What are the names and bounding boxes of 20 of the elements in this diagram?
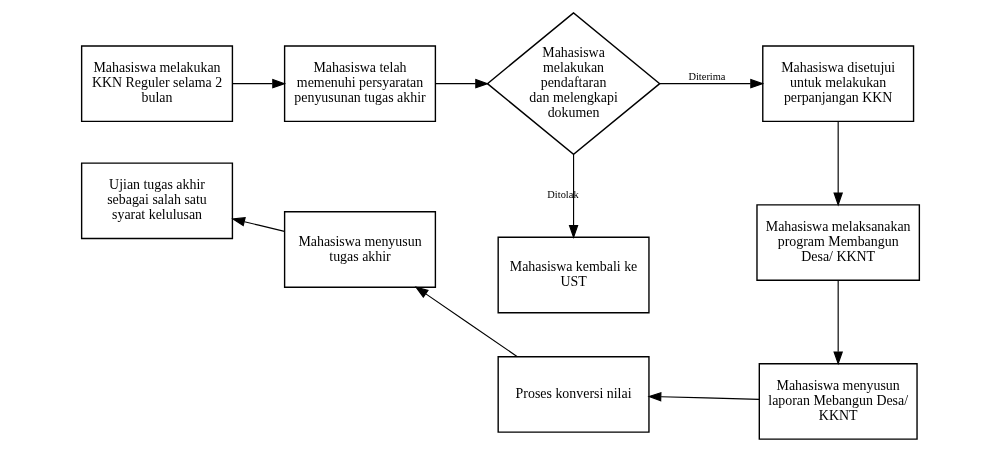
node-box: Ujian tugas akhir sebagai salah satu syarat kelulusan [80,162,234,240]
arrow [568,154,579,239]
arrow [414,286,518,358]
arrow [647,391,760,402]
node-box: Mahasiswa telah memenuhi persyaratan penyusunan tugas akhir [283,45,437,122]
node-diamond: Mahasiswa melakukan pendaftaran dan melengkapi dokumen [486,12,661,156]
arrow [231,217,285,232]
node-box: Mahasiswa melaksanakan program Membangun Desa/ KKNT [756,204,921,281]
node-box: Proses konversi nilai [497,356,650,433]
node-box: Mahasiswa kembali ke UST [497,236,650,314]
node-box: Mahasiswa menyusun tugas akhir [283,211,437,288]
node-box: Mahasiswa menyusun laporan Mebangun Desa/ KKNT [758,363,918,440]
arrow [833,279,844,366]
arrow [833,120,844,207]
arrow [232,78,287,89]
arrow [659,78,765,89]
node-box: Mahasiswa disetujui untuk melakukan perpanjangan KKN [762,45,915,122]
node-box: Mahasiswa melakukan KKN Reguler selama 2 bulan [80,45,234,122]
edge-label: Diterima [688,71,726,83]
arrow [435,78,490,89]
